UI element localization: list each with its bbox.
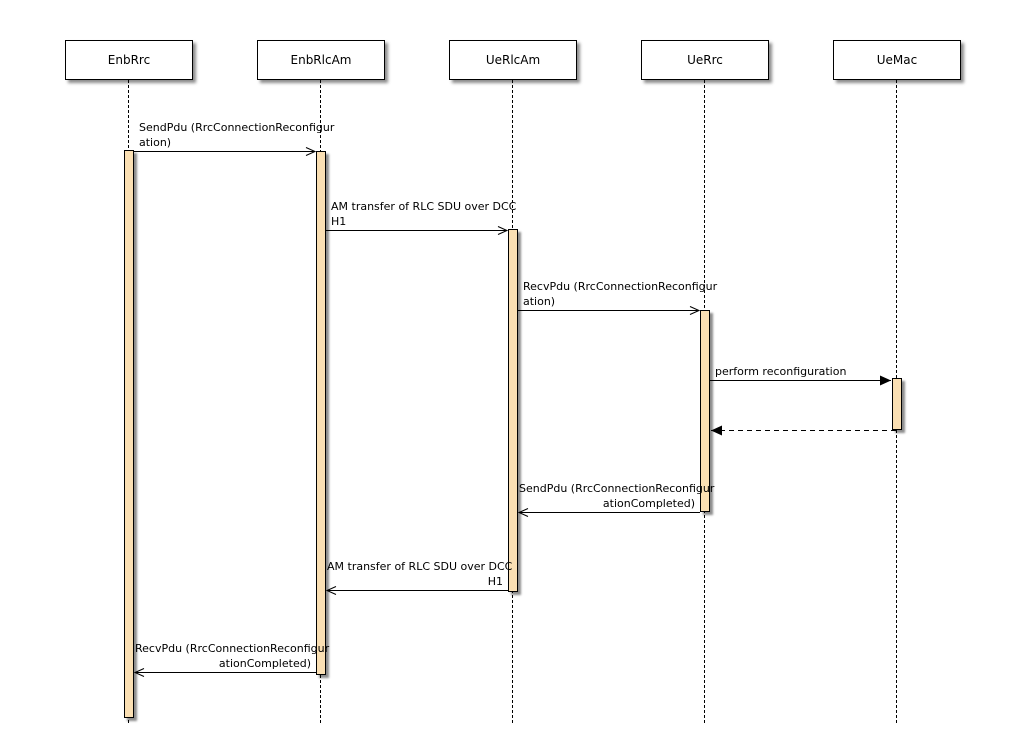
message-arrow-dashed-return xyxy=(711,425,896,436)
message-label-sendpdu-2: SendPdu (RrcConnectionReconfigur ationCo… xyxy=(519,481,715,511)
message-label-line: AM transfer of RLC SDU over DCC xyxy=(327,560,513,573)
message-label-perform-reconfiguration: perform reconfiguration xyxy=(715,364,891,379)
message-label-am-transfer-2: AM transfer of RLC SDU over DCC H1 xyxy=(327,559,513,589)
activation-bar-enbrrc xyxy=(124,150,134,718)
message-label-sendpdu-1: SendPdu (RrcConnectionReconfigur ation) xyxy=(139,120,335,150)
actor-label: EnbRrc xyxy=(107,53,151,67)
message-label-line: ationCompleted) xyxy=(602,497,695,510)
actor-label: UeRrc xyxy=(687,53,723,67)
message-label-line: perform reconfiguration xyxy=(715,365,847,378)
actor-box-enbrrc: EnbRrc xyxy=(65,40,193,80)
message-label-line: ation) xyxy=(139,136,172,149)
activation-bar-uemac xyxy=(892,378,902,430)
message-label-line: H1 xyxy=(487,575,503,588)
message-label-recvpdu-2: RecvPdu (RrcConnectionReconfigur ationCo… xyxy=(135,641,330,671)
message-label-line: RecvPdu (RrcConnectionReconfigur xyxy=(135,642,330,655)
actor-label: EnbRlcAm xyxy=(290,53,352,67)
message-label-line: SendPdu (RrcConnectionReconfigur xyxy=(139,121,335,134)
activation-bar-uerrc xyxy=(700,310,710,512)
actor-box-enbrlcam: EnbRlcAm xyxy=(257,40,385,80)
activation-bar-enbrlcam xyxy=(316,151,326,675)
message-label-line: ation) xyxy=(523,295,556,308)
message-label-line: ationCompleted) xyxy=(218,657,311,670)
actor-label: UeMac xyxy=(876,53,918,67)
actor-box-uerrc: UeRrc xyxy=(641,40,769,80)
actor-label: UeRlcAm xyxy=(485,53,541,67)
message-label-line: AM transfer of RLC SDU over DCC xyxy=(331,200,517,213)
message-label-line: RecvPdu (RrcConnectionReconfigur xyxy=(523,280,718,293)
message-label-am-transfer-1: AM transfer of RLC SDU over DCC H1 xyxy=(331,199,517,229)
actor-box-uemac: UeMac xyxy=(833,40,961,80)
actor-box-uerlcam: UeRlcAm xyxy=(449,40,577,80)
activation-bar-uerlcam xyxy=(508,229,518,592)
message-label-recvpdu-1: RecvPdu (RrcConnectionReconfigur ation) xyxy=(523,279,718,309)
message-label-line: SendPdu (RrcConnectionReconfigur xyxy=(519,482,715,495)
message-label-line: H1 xyxy=(331,215,347,228)
